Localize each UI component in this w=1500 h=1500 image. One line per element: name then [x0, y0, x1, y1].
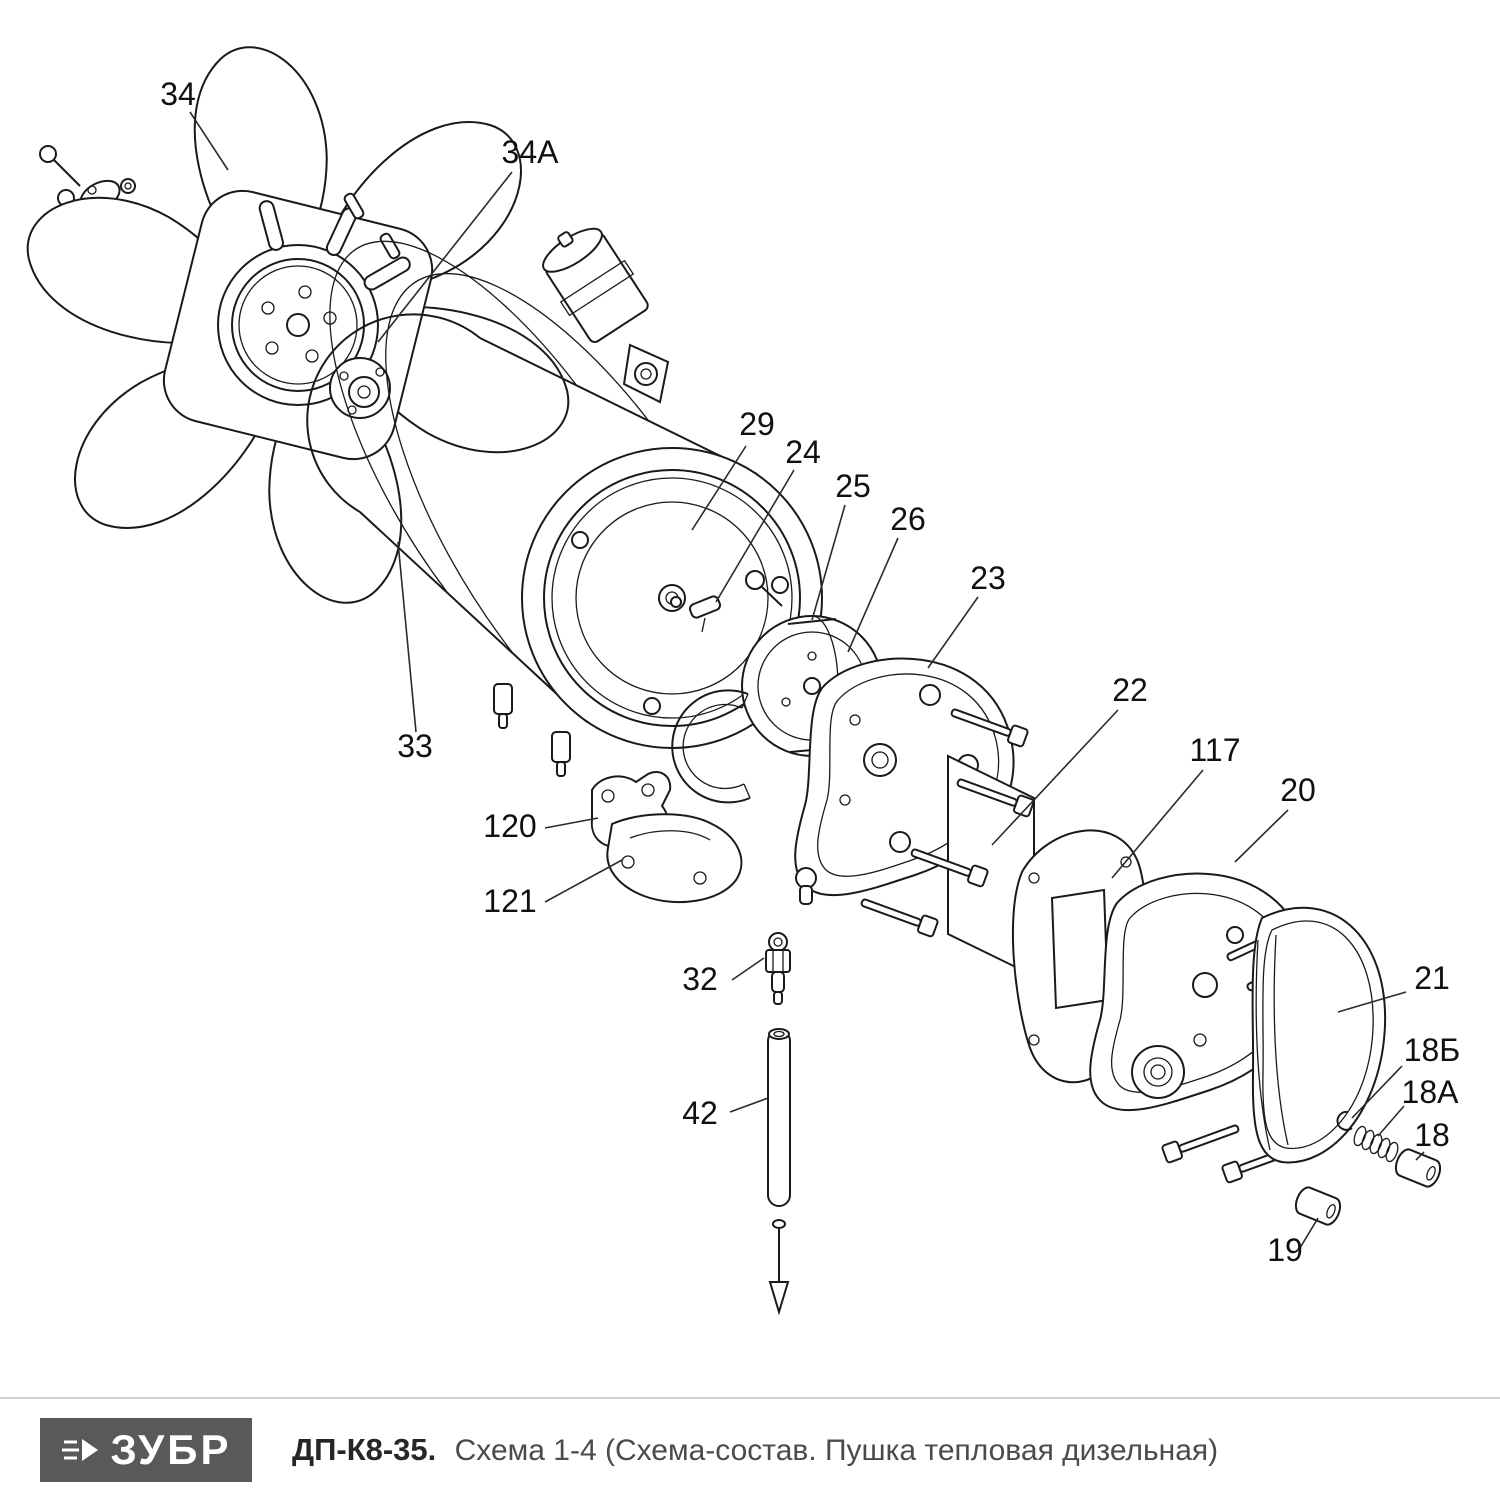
burner-ring-29 [575, 501, 769, 695]
schema-subtitle: Схема 1-4 (Схема-состав. Пушка тепловая … [454, 1433, 1219, 1467]
footer: ЗУБР ДП-К8-35. Схема 1-4 (Схема-состав. … [0, 1397, 1500, 1500]
spring-18a [1353, 1125, 1399, 1163]
part-label-120: 120 [483, 808, 536, 844]
brand-name: ЗУБР [110, 1425, 232, 1473]
part-label-24: 24 [785, 434, 821, 470]
part-label-32: 32 [682, 961, 718, 997]
brand-arrow-icon [62, 1438, 99, 1461]
document-title: ДП-К8-35. Схема 1-4 (Схема-состав. Пушка… [292, 1432, 1218, 1468]
chamber-clamp-band [671, 689, 751, 804]
part-label-26: 26 [890, 501, 926, 537]
model-number: ДП-К8-35. [292, 1431, 437, 1467]
capacitor [542, 227, 649, 343]
part-label-117: 117 [1189, 732, 1240, 768]
part-label-18b: 18Б [1404, 1032, 1461, 1068]
leader-lines [189, 111, 1425, 1249]
nozzle-32 [765, 932, 791, 1005]
part-label-18a: 18А [1402, 1074, 1460, 1110]
fan-34 [9, 29, 587, 621]
shaft-24 [670, 595, 722, 633]
part-label-25: 25 [835, 468, 871, 504]
part-label-29: 29 [739, 406, 775, 442]
part-label-18: 18 [1414, 1117, 1450, 1153]
cover-21 [1251, 906, 1387, 1164]
part-label-21: 21 [1414, 960, 1450, 996]
part-label-22: 22 [1112, 672, 1148, 708]
part-label-121: 121 [483, 883, 536, 919]
bushing-18 [1391, 1145, 1445, 1191]
face-screw [745, 570, 783, 607]
part-label-19: 19 [1267, 1232, 1303, 1268]
part-label-34a: 34А [502, 134, 560, 170]
bushing-19 [1291, 1183, 1345, 1229]
part-labels: 34 34А 29 24 25 26 23 22 117 20 21 33 12… [160, 76, 1460, 1268]
part-label-34: 34 [160, 76, 196, 112]
circlip-18b [1336, 1110, 1353, 1131]
exploded-view-drawing: 34 34А 29 24 25 26 23 22 117 20 21 33 12… [9, 29, 1460, 1316]
part-label-33: 33 [397, 728, 433, 764]
part-label-42: 42 [682, 1095, 718, 1131]
drain-fittings [493, 683, 571, 777]
part-label-20: 20 [1280, 772, 1316, 808]
fan-hub-34a [329, 357, 391, 419]
bracket-121 [606, 813, 743, 904]
tube-42 [767, 1028, 791, 1207]
anchor-pin [768, 1219, 790, 1316]
part-label-23: 23 [970, 560, 1006, 596]
brand-logo: ЗУБР [40, 1417, 252, 1482]
